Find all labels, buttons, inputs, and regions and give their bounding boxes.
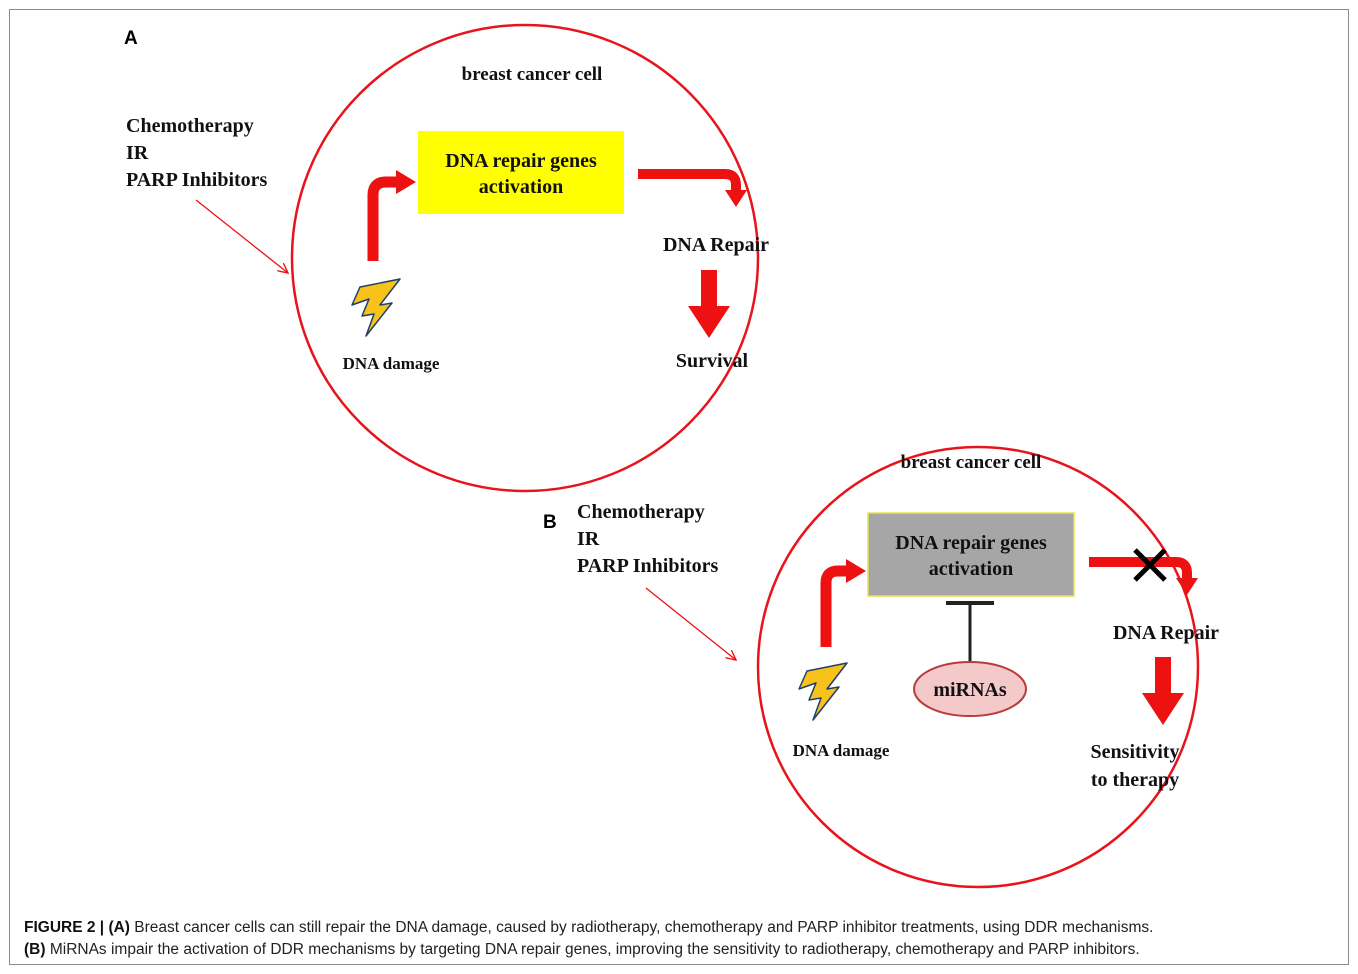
caption-line-a: FIGURE 2 | (A) Breast cancer cells can s… <box>24 917 1344 939</box>
panel-a-treatment-arrow <box>195 199 288 273</box>
panel-a-activation-arrowhead <box>396 170 416 194</box>
panel-a-gene-box-line1: DNA repair genes <box>445 150 597 172</box>
panel-b-sensitivity-arrowhead <box>1142 693 1184 725</box>
panel-a-outcome-label: Survival <box>676 350 749 372</box>
panel-b-treatment-parp: PARP Inhibitors <box>577 555 719 577</box>
panel-b-activation-arrow <box>820 565 848 647</box>
panel-a: A breast cancer cell Chemotherapy IR PAR… <box>124 23 769 493</box>
panel-b-treatment-arrow <box>645 587 736 660</box>
panel-a-activation-arrow <box>367 176 398 261</box>
panel-a-treatment-parp: PARP Inhibitors <box>126 169 268 191</box>
panel-b-sensitivity-arrow <box>1155 657 1171 695</box>
panel-b-gene-box-line2: activation <box>929 558 1013 580</box>
panel-b-cell-circle <box>756 445 1200 889</box>
panel-b-treatment-ir: IR <box>577 528 600 550</box>
panel-a-survival-arrow <box>701 270 717 308</box>
panel-b-gene-box <box>867 512 1075 597</box>
panel-a-cell-label: breast cancer cell <box>462 64 603 85</box>
panel-a-treatment-chemotherapy: Chemotherapy <box>126 115 254 137</box>
caption-a-label: (A) <box>108 919 130 936</box>
panel-b-repair-arrow <box>1089 557 1192 580</box>
panel-b-activation-arrowhead <box>846 559 866 583</box>
blocked-x-icon <box>1133 548 1167 582</box>
panel-b-repair-arrowhead <box>1176 578 1198 595</box>
panel-b-mirna-node <box>913 661 1027 717</box>
panel-a-label: A <box>124 28 138 49</box>
panel-a-survival-arrowhead <box>688 306 730 338</box>
panel-b-gene-box-line1: DNA repair genes <box>895 532 1047 554</box>
panel-b-outcome-line2: to therapy <box>1091 769 1179 791</box>
panel-b-label: B <box>543 512 557 533</box>
caption-a-text: Breast cancer cells can still repair the… <box>129 919 1154 936</box>
panel-a-gene-box <box>418 131 624 214</box>
panel-b-treatment-chemotherapy: Chemotherapy <box>577 501 705 523</box>
panel-a-treatment-ir: IR <box>126 142 149 164</box>
panel-a-cell-circle <box>290 23 760 493</box>
panel-a-repair-arrow <box>638 169 741 192</box>
figure-caption: FIGURE 2 | (A) Breast cancer cells can s… <box>24 917 1344 961</box>
panel-a-gene-box-line2: activation <box>479 176 563 198</box>
panel-b-outcome-line1: Sensitivity <box>1091 741 1180 763</box>
panel-b-mirna-label: miRNAs <box>933 679 1007 701</box>
panel-b: B breast cancer cell Chemotherapy IR PAR… <box>543 445 1219 889</box>
caption-b-label: (B) <box>24 941 46 958</box>
panel-b-cell-label: breast cancer cell <box>901 452 1042 473</box>
caption-figure-label: FIGURE 2 | <box>24 919 105 936</box>
panel-b-repair-label: DNA Repair <box>1113 622 1219 644</box>
panel-b-damage-label: DNA damage <box>793 741 890 760</box>
panel-a-damage-label: DNA damage <box>343 354 440 373</box>
panel-a-repair-label: DNA Repair <box>663 234 769 256</box>
panel-a-lightning-icon <box>351 278 401 337</box>
panel-a-repair-arrowhead <box>725 190 747 207</box>
figure-frame <box>9 9 1349 965</box>
caption-line-b: (B) MiRNAs impair the activation of DDR … <box>24 939 1344 961</box>
panel-b-lightning-icon <box>798 662 848 721</box>
caption-b-text: MiRNAs impair the activation of DDR mech… <box>45 941 1140 958</box>
